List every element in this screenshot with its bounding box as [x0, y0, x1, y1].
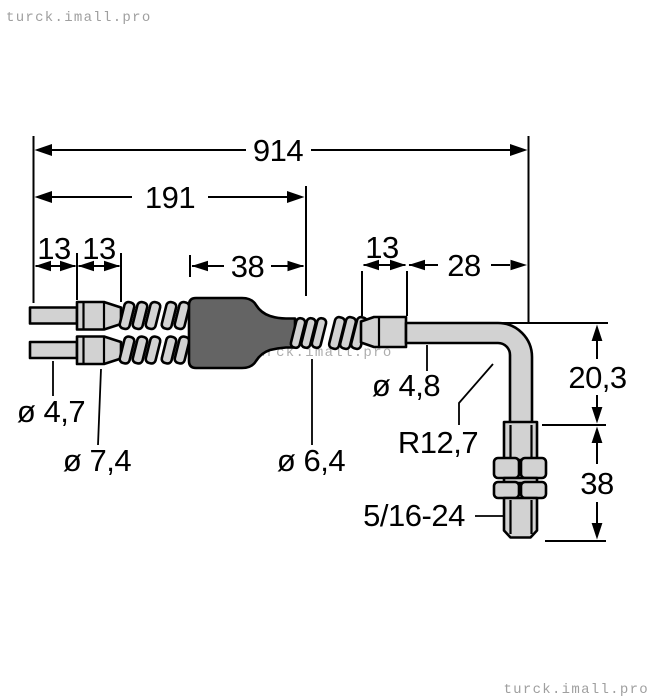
- arrowhead-left: [408, 259, 425, 271]
- dim-left-tip-2: 13: [78, 231, 120, 272]
- dim-left-tip-1-value: 13: [37, 231, 70, 266]
- dim-branch-section-value: 191: [145, 180, 195, 215]
- callout-bend-radius: R12,7: [398, 425, 478, 460]
- dim-left-tip-1: 13: [35, 231, 76, 272]
- arrowhead-left: [35, 260, 51, 272]
- dim-overall-length: 914: [34, 133, 528, 168]
- upper-flex-conduit: [118, 300, 191, 331]
- arrowhead-left: [78, 260, 94, 272]
- arrowhead-right: [287, 260, 304, 272]
- threaded-stud-assembly: [492, 420, 548, 539]
- arrowhead-left: [34, 144, 52, 156]
- dim-junction-body-value: 38: [231, 249, 264, 284]
- dim-left-tip-2-value: 13: [82, 231, 115, 266]
- stud-lower-section: [502, 496, 539, 539]
- watermark-top-left: turck.imall.pro: [6, 10, 152, 26]
- arrowhead-right: [390, 259, 406, 271]
- dim-junction-body: 38: [191, 249, 304, 284]
- elbow-tube: [404, 321, 534, 425]
- stud-between-nuts: [502, 476, 539, 485]
- callout-thread-size: 5/16-24: [363, 498, 465, 533]
- arrowhead-right: [60, 260, 76, 272]
- arrowhead-up: [591, 426, 603, 443]
- y-junction-body: [187, 296, 297, 370]
- stud-upper-thread-lines: [509, 425, 533, 457]
- lower-ferrule-edges: [82, 336, 106, 364]
- arrowhead-down: [591, 523, 603, 540]
- arrowhead-down: [591, 407, 603, 424]
- right-ferrule: [359, 315, 408, 349]
- dim-threaded-stud-value: 38: [580, 466, 613, 501]
- stud-lower-thread-lines: [509, 500, 533, 534]
- extension-lines: [32, 136, 608, 542]
- dim-right-tip: 13: [363, 230, 406, 271]
- dim-overall-length-value: 914: [253, 133, 303, 168]
- upper-ferrule-edges: [82, 302, 106, 330]
- lower-cable-end: [28, 340, 79, 360]
- upper-cable-end: [28, 306, 79, 325]
- dim-right-end-section: 28: [408, 248, 527, 283]
- lower-flex-conduit: [118, 335, 191, 365]
- arrowhead-right: [510, 259, 527, 271]
- hex-nut-2: [492, 480, 548, 500]
- dim-elbow-drop-value: 20,3: [568, 360, 626, 395]
- arrowhead-right: [287, 191, 305, 203]
- arrowhead-left: [191, 260, 208, 272]
- hex-nut-1: [492, 456, 548, 480]
- callout-tube-diameter: ø 4,8: [372, 368, 440, 403]
- callout-connector-diameter: ø 7,4: [63, 443, 131, 478]
- lower-cable-branch: [28, 335, 191, 366]
- callout-leader-lines: [52, 345, 503, 517]
- dim-branch-section: 191: [34, 180, 305, 215]
- callout-conduit-diameter: ø 6,4: [277, 443, 345, 478]
- dim-threaded-stud: 38: [580, 426, 614, 540]
- dim-elbow-drop: 20,3: [568, 324, 627, 424]
- upper-cable-branch: [28, 300, 191, 331]
- middle-flex-conduit: [289, 315, 369, 351]
- arrowhead-left: [363, 259, 379, 271]
- dim-right-end-section-value: 28: [447, 248, 480, 283]
- arrowhead-right: [104, 260, 120, 272]
- arrowhead-up: [591, 324, 603, 341]
- dim-right-tip-value: 13: [365, 230, 398, 265]
- watermark-bottom-right: turck.imall.pro: [503, 682, 649, 698]
- callout-cable-diameter: ø 4,7: [17, 394, 85, 429]
- arrowhead-right: [510, 144, 528, 156]
- arrowhead-left: [34, 191, 52, 203]
